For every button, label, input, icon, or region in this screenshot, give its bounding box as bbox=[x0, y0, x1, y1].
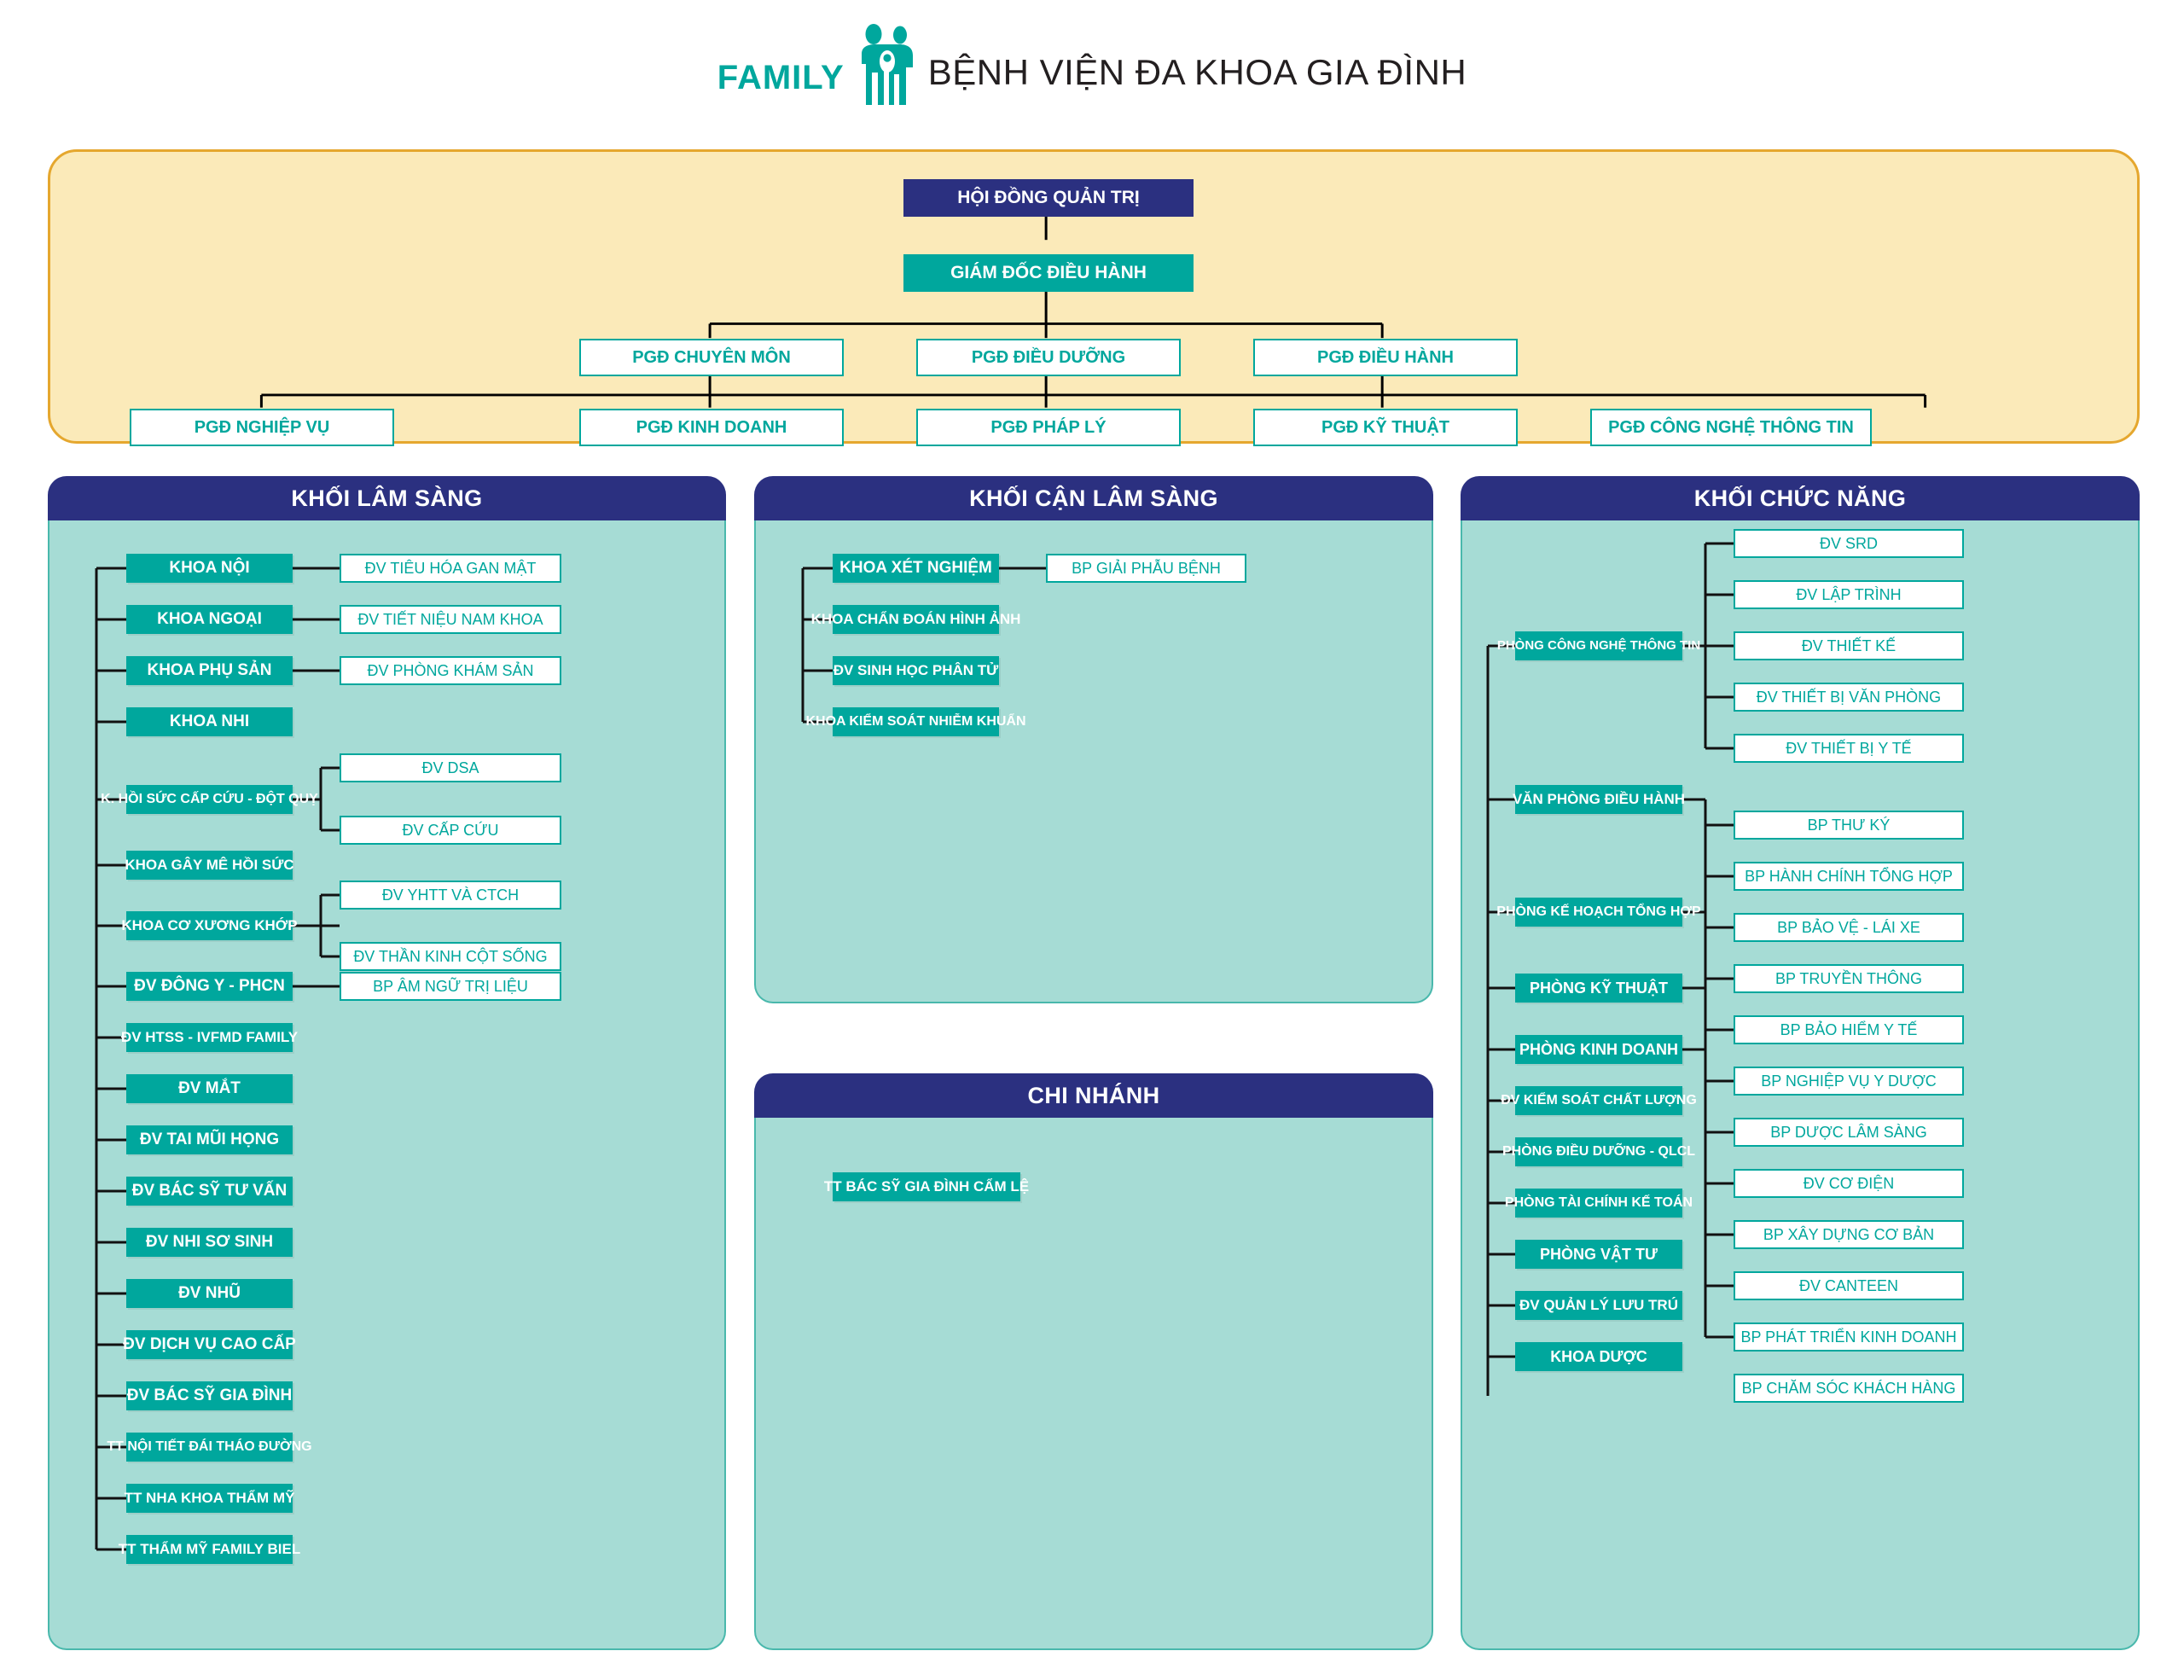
node-phong-vat-tu[interactable]: PHÒNG VẬT TƯ bbox=[1515, 1240, 1682, 1269]
node-dv-quan-ly-luu-tru[interactable]: ĐV QUẢN LÝ LƯU TRÚ bbox=[1515, 1291, 1682, 1320]
node-khoa-hoi-suc-cap-cuu-dot-quy[interactable]: K. HỒI SỨC CẤP CỨU - ĐỘT QUỴ bbox=[101, 785, 318, 814]
board-level3-box-1[interactable]: PGĐ KINH DOANH bbox=[579, 409, 844, 446]
panel-title-khoi-chuc-nang: KHỐI CHỨC NĂNG bbox=[1461, 476, 2140, 520]
node-khoa-co-xuong-khop[interactable]: KHOA CƠ XƯƠNG KHỚP bbox=[121, 911, 298, 940]
board-level3-box-3[interactable]: PGĐ KỸ THUẬT bbox=[1253, 409, 1518, 446]
node-dv-yhtt-va-ctch[interactable]: ĐV YHTT VÀ CTCH bbox=[340, 881, 561, 910]
board-level3-box-0[interactable]: PGĐ NGHIỆP VỤ bbox=[130, 409, 394, 446]
node-dv-srd[interactable]: ĐV SRD bbox=[1734, 529, 1964, 558]
node-dv-dich-vu-cao-cap[interactable]: ĐV DỊCH VỤ CAO CẤP bbox=[123, 1330, 296, 1359]
node-dv-phong-kham-san[interactable]: ĐV PHÒNG KHÁM SẢN bbox=[340, 656, 561, 685]
node-khoa-chan-doan-hinh-anh[interactable]: KHOA CHẨN ĐOÁN HÌNH ẢNH bbox=[811, 605, 1020, 634]
node-dv-tiet-nieu-nam-khoa[interactable]: ĐV TIẾT NIỆU NAM KHOA bbox=[340, 605, 561, 634]
node-dv-than-kinh-cot-song[interactable]: ĐV THẦN KINH CỘT SỐNG bbox=[340, 942, 561, 971]
node-bp-cham-soc-khach-hang[interactable]: BP CHĂM SÓC KHÁCH HÀNG bbox=[1734, 1374, 1964, 1403]
node-khoa-xet-nghiem[interactable]: KHOA XÉT NGHIỆM bbox=[833, 554, 999, 583]
node-dv-canteen[interactable]: ĐV CANTEEN bbox=[1734, 1271, 1964, 1300]
node-dv-tieu-hoa-gan-mat[interactable]: ĐV TIÊU HÓA GAN MẬT bbox=[340, 554, 561, 583]
node-khoa-gay-me-hoi-suc[interactable]: KHOA GÂY MÊ HỒI SỨC bbox=[125, 851, 294, 880]
node-tt-nha-khoa-tham-my[interactable]: TT NHA KHOA THẨM MỸ bbox=[125, 1484, 294, 1513]
board-level3-box-2[interactable]: PGĐ PHÁP LÝ bbox=[916, 409, 1181, 446]
panel-title-khoi-lam-sang: KHỐI LÂM SÀNG bbox=[48, 476, 726, 520]
board-root-box[interactable]: HỘI ĐỒNG QUẢN TRỊ bbox=[903, 179, 1194, 217]
panel-body-khoi-lam-sang: KHOA NỘI KHOA NGOẠI KHOA PHỤ SẢN KHOA NH… bbox=[48, 520, 726, 1650]
node-dv-htss-ivfmd-family[interactable]: ĐV HTSS - IVFMD FAMILY bbox=[121, 1023, 298, 1052]
board-connectors bbox=[259, 214, 1927, 408]
brand-title: BỆNH VIỆN ĐA KHOA GIA ĐÌNH bbox=[927, 52, 1467, 92]
node-bp-giai-phau-benh[interactable]: BP GIẢI PHẪU BỆNH bbox=[1046, 554, 1246, 583]
node-dv-bac-sy-gia-dinh[interactable]: ĐV BÁC SỸ GIA ĐÌNH bbox=[126, 1381, 293, 1410]
panel-body-khoi-can-lam-sang: KHOA XÉT NGHIỆM KHOA CHẨN ĐOÁN HÌNH ẢNH … bbox=[754, 520, 1433, 1003]
panel-khoi-chuc-nang: KHỐI CHỨC NĂNG bbox=[1461, 476, 2140, 1650]
panel-title-chi-nhanh: CHI NHÁNH bbox=[754, 1073, 1433, 1118]
node-phong-kinh-doanh[interactable]: PHÒNG KINH DOANH bbox=[1515, 1035, 1682, 1064]
node-dv-bac-sy-tu-van[interactable]: ĐV BÁC SỸ TƯ VẤN bbox=[126, 1177, 293, 1206]
panel2-connectors bbox=[801, 567, 1046, 724]
panel-body-khoi-chuc-nang: PHÒNG CÔNG NGHỆ THÔNG TIN VĂN PHÒNG ĐIỀU… bbox=[1461, 520, 2140, 1650]
node-bp-bao-ve-lai-xe[interactable]: BP BẢO VỆ - LÁI XE bbox=[1734, 913, 1964, 942]
board-level2-box-2[interactable]: PGĐ ĐIỀU HÀNH bbox=[1253, 339, 1518, 376]
node-dv-tai-mui-hong[interactable]: ĐV TAI MŨI HỌNG bbox=[126, 1125, 293, 1154]
node-bp-hanh-chinh-tong-hop[interactable]: BP HÀNH CHÍNH TỔNG HỢP bbox=[1734, 862, 1964, 891]
node-phong-dieu-duong-qlcl[interactable]: PHÒNG ĐIỀU DƯỠNG - QLCL bbox=[1502, 1137, 1695, 1166]
node-phong-ky-thuat[interactable]: PHÒNG KỸ THUẬT bbox=[1515, 974, 1682, 1003]
brand-word: FAMILY bbox=[717, 59, 845, 96]
panel-chi-nhanh: CHI NHÁNH TT BÁC SỸ GIA ĐÌNH CẨM LỆ bbox=[754, 1073, 1433, 1650]
node-dv-lap-trinh[interactable]: ĐV LẬP TRÌNH bbox=[1734, 580, 1964, 609]
board-level2-box-1[interactable]: PGĐ ĐIỀU DƯỠNG bbox=[916, 339, 1181, 376]
node-bp-thu-ky[interactable]: BP THƯ KÝ bbox=[1734, 811, 1964, 840]
panel-khoi-lam-sang: KHỐI LÂM SÀNG bbox=[48, 476, 726, 1650]
node-dv-sinh-hoc-phan-tu[interactable]: ĐV SINH HỌC PHÂN TỬ bbox=[833, 656, 999, 685]
node-dv-nhi-so-sinh[interactable]: ĐV NHI SƠ SINH bbox=[126, 1228, 293, 1257]
board-level2-box-0[interactable]: PGĐ CHUYÊN MÔN bbox=[579, 339, 844, 376]
node-dv-cap-cuu[interactable]: ĐV CẤP CỨU bbox=[340, 816, 561, 845]
board-level3-box-4[interactable]: PGĐ CÔNG NGHỆ THÔNG TIN bbox=[1590, 409, 1872, 446]
node-dv-nhu[interactable]: ĐV NHŨ bbox=[126, 1279, 293, 1308]
node-khoa-kiem-soat-nhiem-khuan[interactable]: KHOA KIỂM SOÁT NHIỄM KHUẨN bbox=[805, 707, 1026, 736]
node-bp-xay-dung-co-ban[interactable]: BP XÂY DỰNG CƠ BẢN bbox=[1734, 1220, 1964, 1249]
node-khoa-duoc[interactable]: KHOA DƯỢC bbox=[1515, 1342, 1682, 1371]
family-people-logo-icon bbox=[861, 24, 913, 105]
executive-board-panel: HỘI ĐỒNG QUẢN TRỊ GIÁM ĐỐC ĐIỀU HÀNH PGĐ… bbox=[48, 149, 2140, 446]
node-van-phong-dieu-hanh[interactable]: VĂN PHÒNG ĐIỀU HÀNH bbox=[1513, 785, 1685, 814]
brand-header: FAMILY BỆNH VIỆN ĐA KHOA GIA ĐÌNH bbox=[0, 19, 2184, 113]
node-bp-truyen-thong[interactable]: BP TRUYỀN THÔNG bbox=[1734, 964, 1964, 993]
node-bp-am-ngu-tri-lieu[interactable]: BP ÂM NGỮ TRỊ LIỆU bbox=[340, 972, 561, 1001]
node-bp-duoc-lam-sang[interactable]: BP DƯỢC LÂM SÀNG bbox=[1734, 1118, 1964, 1147]
node-tt-noi-tiet-dai-thao-duong[interactable]: TT NỘI TIẾT ĐÁI THÁO ĐƯỜNG bbox=[107, 1433, 312, 1462]
node-dv-mat[interactable]: ĐV MẮT bbox=[126, 1074, 293, 1103]
node-dv-thiet-bi-y-te[interactable]: ĐV THIẾT BỊ Y TẾ bbox=[1734, 734, 1964, 763]
node-dv-thiet-bi-van-phong[interactable]: ĐV THIẾT BỊ VĂN PHÒNG bbox=[1734, 683, 1964, 712]
node-bp-bao-hiem-y-te[interactable]: BP BẢO HIỂM Y TẾ bbox=[1734, 1015, 1964, 1044]
panel-khoi-can-lam-sang: KHỐI CẬN LÂM SÀNG KHOA XÉT NGHIỆM KHOA C… bbox=[754, 476, 1433, 1003]
node-dv-thiet-ke[interactable]: ĐV THIẾT KẾ bbox=[1734, 631, 1964, 660]
node-dv-co-dien[interactable]: ĐV CƠ ĐIỆN bbox=[1734, 1169, 1964, 1198]
node-khoa-phu-san[interactable]: KHOA PHỤ SẢN bbox=[126, 656, 293, 685]
node-khoa-ngoai[interactable]: KHOA NGOẠI bbox=[126, 605, 293, 634]
node-khoa-nhi[interactable]: KHOA NHI bbox=[126, 707, 293, 736]
panel-body-chi-nhanh: TT BÁC SỸ GIA ĐÌNH CẨM LỆ bbox=[754, 1118, 1433, 1650]
panel-title-khoi-can-lam-sang: KHỐI CẬN LÂM SÀNG bbox=[754, 476, 1433, 520]
node-dv-dong-y-phcn[interactable]: ĐV ĐÔNG Y - PHCN bbox=[126, 972, 293, 1001]
node-tt-tham-my-family-biel[interactable]: TT THẨM MỸ FAMILY BIEL bbox=[119, 1535, 300, 1564]
node-khoa-noi[interactable]: KHOA NỘI bbox=[126, 554, 293, 583]
node-phong-tai-chinh-ke-toan[interactable]: PHÒNG TÀI CHÍNH KẾ TOÁN bbox=[1505, 1189, 1693, 1218]
node-dv-dsa[interactable]: ĐV DSA bbox=[340, 753, 561, 782]
node-tt-bac-sy-gia-dinh-cam-le[interactable]: TT BÁC SỸ GIA ĐÌNH CẨM LỆ bbox=[824, 1172, 1029, 1201]
node-dv-kiem-soat-chat-luong[interactable]: ĐV KIỂM SOÁT CHẤT LƯỢNG bbox=[1501, 1086, 1697, 1115]
node-bp-phat-trien-kinh-doanh[interactable]: BP PHÁT TRIỂN KINH DOANH bbox=[1734, 1322, 1964, 1352]
board-ceo-box[interactable]: GIÁM ĐỐC ĐIỀU HÀNH bbox=[903, 254, 1194, 292]
node-phong-ke-hoach-tong-hop[interactable]: PHÒNG KẾ HOẠCH TỔNG HỢP bbox=[1496, 898, 1701, 927]
node-phong-cong-nghe-thong-tin[interactable]: PHÒNG CÔNG NGHỆ THÔNG TIN bbox=[1497, 631, 1700, 660]
node-bp-nghiep-vu-y-duoc[interactable]: BP NGHIỆP VỤ Y DƯỢC bbox=[1734, 1067, 1964, 1096]
